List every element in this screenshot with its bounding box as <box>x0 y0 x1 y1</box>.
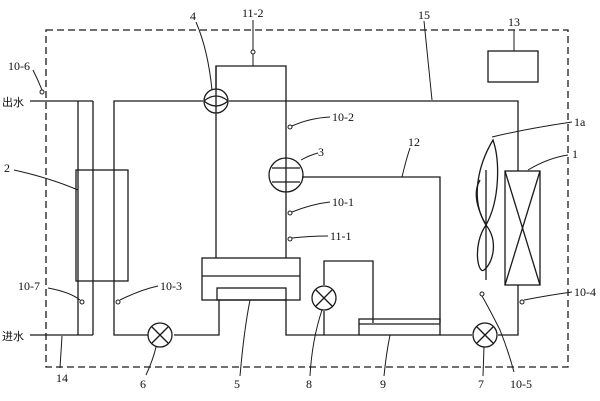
valve7-cross-b <box>476 326 494 344</box>
valve7-to-hx1-pipe <box>498 285 519 336</box>
label-10-7: 10-7 <box>18 279 40 293</box>
fan-blade-left <box>475 179 487 226</box>
water-heat-exchanger <box>75 169 129 282</box>
sensor-10-6 <box>39 89 45 95</box>
sensor-10-7 <box>79 299 85 305</box>
leader-9 <box>383 334 391 377</box>
leader-5 <box>239 299 251 377</box>
label-8: 8 <box>306 377 312 391</box>
compressor <box>268 157 304 193</box>
leader-lines <box>13 20 573 377</box>
four-way-valve-symbol <box>203 95 229 107</box>
valve7-body <box>472 322 498 348</box>
leader-10-3 <box>119 285 159 301</box>
sensor-10-5 <box>479 291 485 297</box>
leader-1 <box>527 154 569 171</box>
label-10-6: 10-6 <box>8 59 30 73</box>
label-1: 1 <box>572 147 578 161</box>
compressor-body <box>268 157 304 193</box>
sensor-10-1 <box>287 210 293 216</box>
valve8-cross-b <box>315 289 333 307</box>
leader-10-1 <box>291 201 331 213</box>
sensor-11-1 <box>287 236 293 242</box>
sensor-10-3 <box>115 299 121 305</box>
label-water-in: 进水 <box>2 330 24 343</box>
unit-boundary <box>45 29 569 368</box>
valve6-cross-b <box>151 326 169 344</box>
label-10-4: 10-4 <box>574 285 596 299</box>
label-11-2: 11-2 <box>242 6 264 20</box>
label-7: 7 <box>478 377 484 391</box>
leader-8 <box>309 309 323 377</box>
leader-14 <box>59 335 63 369</box>
fan-blade-top <box>476 138 499 227</box>
leader-11-1 <box>291 235 329 239</box>
compressor-discharge-pipe <box>302 176 441 323</box>
valve8-body <box>311 285 337 311</box>
label-14: 14 <box>56 371 68 385</box>
subcooler-heat-exchanger <box>358 318 441 336</box>
label-12: 12 <box>408 135 420 149</box>
subcooler-outer <box>358 318 441 336</box>
four-way-valve <box>203 88 229 114</box>
label-10-5: 10-5 <box>510 377 532 391</box>
leader-15 <box>423 20 433 101</box>
air-hx-cross-b <box>504 170 541 286</box>
label-11-1: 11-1 <box>330 229 352 243</box>
leader-10-2 <box>291 116 331 127</box>
label-6: 6 <box>140 377 146 391</box>
leader-10-4 <box>523 291 573 301</box>
label-3: 3 <box>318 145 324 159</box>
label-13: 13 <box>508 15 520 29</box>
label-15: 15 <box>418 8 430 22</box>
sensor-10-2 <box>287 124 293 130</box>
leader-6 <box>145 346 157 376</box>
leader-7 <box>482 346 485 377</box>
label-2: 2 <box>4 161 10 175</box>
label-water-out: 出水 <box>2 95 24 109</box>
fan-icon <box>475 138 499 280</box>
economizer-heat-exchanger <box>201 257 301 301</box>
air-heat-exchanger <box>504 170 541 286</box>
leader-1a <box>491 121 573 138</box>
leader-10-6 <box>32 69 43 91</box>
fan-blade-bottom <box>476 223 494 271</box>
label-9: 9 <box>380 377 386 391</box>
hx5-out-pipe <box>285 300 359 336</box>
valve6-to-hx5-pipe <box>174 300 220 336</box>
labels: 出水 进水 10-6 4 11-2 15 13 10-2 1a 3 12 1 2… <box>2 6 596 391</box>
expansion-valve-7 <box>472 322 498 348</box>
compressor-symbol <box>272 167 300 183</box>
hx2-refrigerant-top-pipe <box>113 100 203 336</box>
label-10-3: 10-3 <box>160 279 182 293</box>
label-1a: 1a <box>574 115 586 129</box>
valve8-loop-pipe <box>323 260 374 323</box>
sensor-10-4 <box>519 299 525 305</box>
expansion-valve-8 <box>311 285 337 311</box>
label-10-2: 10-2 <box>332 110 354 124</box>
leader-4 <box>195 21 213 91</box>
sensor-points <box>39 49 525 305</box>
expansion-valve-6 <box>147 322 173 348</box>
leader-12 <box>401 147 411 178</box>
main-top-pipe <box>229 100 519 171</box>
leader-10-7 <box>47 287 81 301</box>
label-5: 5 <box>234 377 240 391</box>
label-10-1: 10-1 <box>332 195 354 209</box>
economizer-inner <box>216 287 287 301</box>
sensor-11-2 <box>250 49 256 55</box>
controller-box <box>487 50 539 83</box>
leader-2 <box>13 169 79 191</box>
pipe-network <box>30 65 519 336</box>
leader-10-5 <box>481 295 515 373</box>
label-4: 4 <box>190 9 196 23</box>
valve6-body <box>147 322 173 348</box>
air-hx-body <box>504 170 541 286</box>
leader-3 <box>300 152 319 161</box>
